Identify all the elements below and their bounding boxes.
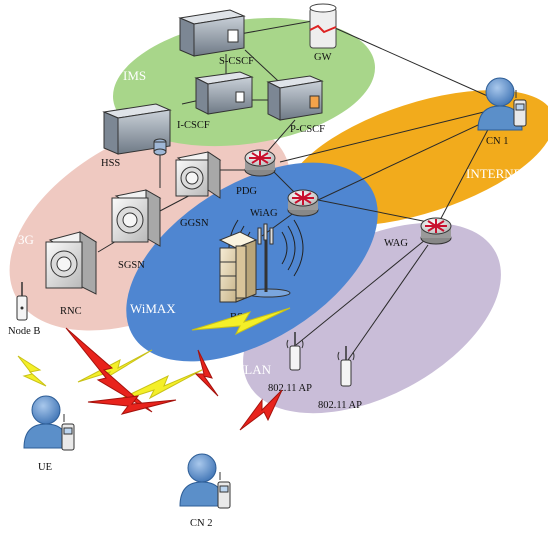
ue-label: UE	[38, 462, 52, 473]
wag-router-icon[interactable]	[420, 217, 452, 245]
pdg-label: PDG	[236, 186, 257, 197]
lightning-bolt-icon	[65, 327, 153, 413]
cn2-label: CN 2	[190, 518, 212, 529]
wireless-signal-icons	[17, 307, 291, 431]
region-label-wlan: WLAN	[232, 362, 272, 377]
ap2-antenna-icon[interactable]	[337, 346, 355, 387]
cn2-user-icon[interactable]	[179, 453, 231, 509]
i-cscf-label: I-CSCF	[177, 120, 210, 131]
lightning-bolt-icon	[17, 355, 47, 387]
lightning-bolt-icon	[194, 349, 219, 397]
region-label-wimax: WiMAX	[130, 301, 176, 316]
rnc-switch-icon[interactable]	[45, 231, 98, 295]
p-cscf-server-icon[interactable]	[266, 75, 324, 121]
cn1-label: CN 1	[486, 136, 508, 147]
lightning-bolt-icon	[87, 395, 177, 415]
i-cscf-server-icon[interactable]	[194, 71, 254, 115]
node-b-antenna-icon[interactable]	[16, 282, 28, 321]
ap1-label: 802.11 AP	[268, 383, 312, 394]
sgsn-label: SGSN	[118, 260, 145, 271]
cn1-user-icon[interactable]	[477, 77, 527, 131]
ggsn-label: GGSN	[180, 218, 209, 229]
rnc-label: RNC	[60, 306, 82, 317]
region-label-3g: 3G	[18, 232, 34, 247]
ue-user-icon[interactable]	[23, 395, 75, 451]
p-cscf-label: P-CSCF	[290, 124, 325, 135]
region-label-ims: IMS	[123, 68, 146, 83]
wiag-router-icon[interactable]	[287, 189, 319, 217]
lightning-bolt-icon	[239, 389, 283, 431]
wag-label: WAG	[384, 238, 408, 249]
gw-gateway-icon[interactable]	[309, 3, 337, 49]
lightning-bolt-icon	[77, 349, 153, 383]
wiag-label: WiAG	[250, 208, 278, 219]
hss-server-icon[interactable]	[102, 103, 172, 156]
lightning-bolt-icon	[191, 307, 291, 336]
sgsn-switch-icon[interactable]	[111, 189, 162, 247]
ggsn-switch-icon[interactable]	[175, 151, 222, 199]
s-cscf-label: S-CSCF	[219, 56, 254, 67]
region-label-internet: INTERNET	[466, 166, 530, 181]
pdg-router-icon[interactable]	[244, 149, 276, 177]
gw-label: GW	[314, 52, 332, 63]
bs-cabinet-icon[interactable]	[218, 231, 258, 303]
node-b-label: Node B	[8, 326, 40, 337]
s-cscf-server-icon[interactable]	[178, 9, 246, 57]
hss-label: HSS	[101, 158, 120, 169]
ap1-antenna-icon[interactable]	[286, 332, 304, 371]
ap2-label: 802.11 AP	[318, 400, 362, 411]
